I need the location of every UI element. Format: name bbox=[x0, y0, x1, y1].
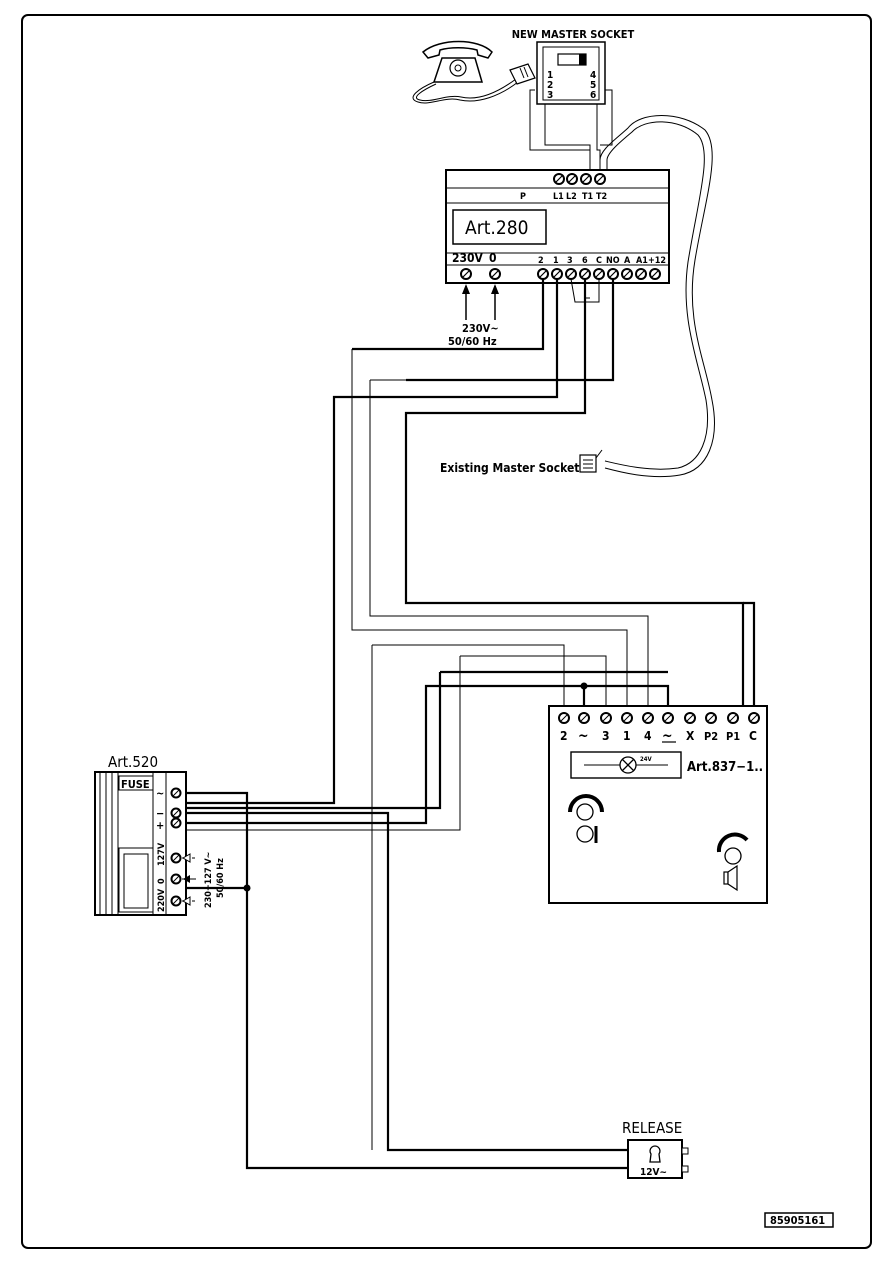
socket-pin-5: 5 bbox=[590, 80, 596, 91]
art520-supply-arrows bbox=[181, 853, 196, 906]
power-input-arrows bbox=[462, 284, 499, 320]
art837-terminal-c: C bbox=[749, 729, 757, 743]
wire-ground-release bbox=[186, 811, 630, 1152]
wire-release-supply bbox=[245, 888, 630, 1170]
art837-terminals bbox=[558, 712, 760, 724]
art520-symbol-ac: ~ bbox=[156, 787, 164, 800]
art837-terminal-2: 2 bbox=[560, 729, 568, 743]
art280-label-3: 3 bbox=[567, 256, 573, 266]
art520-0v: 0 bbox=[157, 878, 167, 884]
art280-label-l2: L2 bbox=[566, 192, 577, 202]
art837-name: Art.837−1.. bbox=[687, 760, 763, 775]
art280-power-frequency: 50/60 Hz bbox=[448, 335, 497, 348]
art837-terminal-x: X bbox=[686, 729, 695, 743]
existing-socket-cable bbox=[599, 115, 715, 478]
art520-terminals bbox=[170, 787, 182, 907]
art280-label-t2: T2 bbox=[596, 192, 607, 202]
art280-top-terminals bbox=[553, 173, 606, 185]
art280-power-voltage: 230V~ bbox=[462, 322, 499, 335]
art280-label-l1: L1 bbox=[553, 192, 564, 202]
art520-symbol-minus: − bbox=[156, 807, 164, 820]
speaker-icon bbox=[716, 832, 749, 892]
art280-label-p: P bbox=[520, 192, 526, 202]
lamp-icon bbox=[619, 756, 637, 774]
art280-label-0: 0 bbox=[489, 251, 497, 265]
art837-terminal-4: 4 bbox=[644, 729, 652, 743]
page-frame bbox=[21, 14, 872, 1249]
art520-fuse: FUSE bbox=[121, 778, 150, 791]
art280-bottom-terminals bbox=[460, 268, 661, 280]
art837-terminal-3: 3 bbox=[602, 729, 610, 743]
art280-name: Art.280 bbox=[465, 217, 528, 239]
art837-lamp-label: 24V bbox=[640, 756, 653, 763]
art837-terminal-ac2: ~ bbox=[662, 728, 673, 744]
new-master-socket: NEW MASTER SOCKET 1 2 3 4 5 6 bbox=[512, 28, 635, 170]
wire-520-plus bbox=[186, 684, 586, 825]
art837-terminal-p2: P2 bbox=[704, 730, 718, 743]
art520-name: Art.520 bbox=[108, 753, 158, 771]
art520-unit: Art.520 FUSE ~ − + 127V 0 220V bbox=[94, 753, 226, 916]
lock-icon bbox=[649, 1145, 661, 1163]
art280-label-6: 6 bbox=[582, 256, 588, 266]
socket-pin-2: 2 bbox=[547, 80, 553, 91]
art520-supply-voltage: 230−127 V~ bbox=[204, 852, 214, 908]
art280-label-a1: A1 bbox=[636, 256, 648, 266]
telephone-icon bbox=[412, 40, 536, 104]
art837-unit: 2 ~ 3 1 4 ~ X P2 P1 C 24V Art.837−1.. bbox=[548, 705, 768, 904]
art280-unit: P L1 L2 T1 T2 Art.280 230V 0 2 1 3 6 C N… bbox=[445, 169, 670, 303]
socket-pin-6: 6 bbox=[590, 90, 596, 101]
existing-socket-plug-icon bbox=[579, 449, 603, 473]
art280-label-a: A bbox=[624, 256, 631, 266]
socket-pin-1: 1 bbox=[547, 70, 553, 81]
art280-label-t1: T1 bbox=[582, 192, 594, 202]
wire-supply-0 bbox=[186, 791, 249, 890]
existing-socket-label: Existing Master Socket bbox=[440, 461, 579, 475]
art280-label-plus12: +12 bbox=[648, 256, 666, 266]
release-unit: RELEASE 12V~ bbox=[622, 1119, 689, 1179]
drawing-code: 85905161 bbox=[770, 1214, 825, 1227]
art280-label-2: 2 bbox=[538, 256, 544, 266]
art837-terminal-p1: P1 bbox=[726, 730, 740, 743]
art520-220v: 220V bbox=[157, 888, 167, 912]
art837-terminal-1: 1 bbox=[623, 729, 631, 743]
new-master-socket-title: NEW MASTER SOCKET bbox=[512, 28, 635, 41]
art520-127v: 127V bbox=[157, 842, 167, 866]
wire-280-no bbox=[406, 279, 615, 382]
wire-p1 bbox=[743, 601, 756, 708]
microphone-icon bbox=[568, 794, 604, 843]
art280-label-no: NO bbox=[606, 256, 620, 266]
art280-label-230v: 230V bbox=[452, 251, 484, 265]
art837-terminal-ac1: ~ bbox=[578, 728, 589, 744]
socket-pin-4: 4 bbox=[590, 70, 596, 81]
wire-280-2 bbox=[352, 279, 545, 351]
art520-symbol-plus: + bbox=[156, 819, 164, 832]
wire-thin-1 bbox=[351, 349, 628, 708]
socket-pin-3: 3 bbox=[547, 90, 553, 101]
release-voltage: 12V~ bbox=[640, 1167, 667, 1178]
art280-label-1: 1 bbox=[553, 256, 559, 266]
art280-label-c: C bbox=[596, 256, 602, 266]
art520-supply-frequency: 50/60 Hz bbox=[216, 858, 226, 898]
wire-280-1 bbox=[186, 279, 559, 805]
release-title: RELEASE bbox=[622, 1119, 682, 1137]
